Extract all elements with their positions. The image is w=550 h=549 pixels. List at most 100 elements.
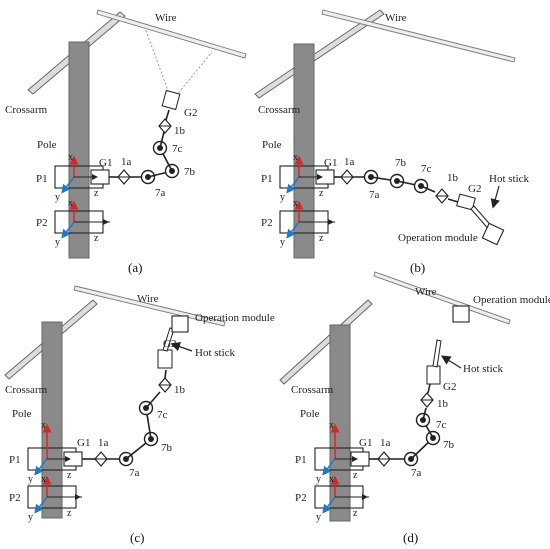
arm-chain: [350, 339, 442, 467]
panel-c: Wire Crossarm Pole P1 P2 G1 1a 7a 7b 7c …: [4, 285, 275, 545]
joint-7b-label: 7b: [161, 442, 173, 454]
axis-y2-label: y: [55, 237, 60, 248]
axis-y-label: y: [28, 474, 33, 485]
caption-b: (b): [410, 260, 425, 275]
joint-7b-label: 7b: [443, 439, 455, 451]
caption-d: (d): [403, 530, 418, 545]
g2-label: G2: [184, 107, 197, 119]
joint-1a-label: 1a: [380, 437, 391, 449]
g2-label: G2: [443, 381, 456, 393]
axis-x-label: x: [293, 152, 298, 163]
g2-label: G2: [468, 183, 481, 195]
joint-7c-label: 7c: [157, 409, 168, 421]
crossarm-bar: [254, 9, 385, 99]
hot-stick-label: Hot stick: [195, 347, 236, 359]
hot-stick-arrow: [170, 342, 193, 352]
p2-label: P2: [36, 217, 48, 229]
arm-chain: [315, 169, 505, 246]
axis-y-label: y: [280, 192, 285, 203]
axis-x-label: x: [329, 420, 334, 431]
wire-bar: [96, 9, 247, 59]
hot-stick-label: Hot stick: [489, 173, 530, 185]
axis-z-label: z: [94, 188, 99, 199]
g1-label: G1: [77, 437, 90, 449]
g1-label: G1: [99, 157, 112, 169]
axis-z2-label: z: [353, 508, 358, 519]
joint-7c-label: 7c: [436, 419, 447, 431]
axis-z-label: z: [353, 470, 358, 481]
axis-x-label: x: [41, 420, 46, 431]
g1-label: G1: [324, 157, 337, 169]
p1-label: P1: [295, 454, 307, 466]
p1-label: P1: [9, 454, 21, 466]
pole-shape: [293, 43, 315, 259]
panel-b: Wire Crossarm Pole P1 P2 G1 1a 7a 7b 7c …: [254, 9, 530, 275]
pole-shape: [41, 321, 63, 519]
pole-label: Pole: [300, 408, 320, 420]
axis-y2-label: y: [28, 512, 33, 523]
pole-label: Pole: [12, 408, 32, 420]
g1-label: G1: [359, 437, 372, 449]
joint-7b-label: 7b: [184, 166, 196, 178]
caption-c: (c): [130, 530, 144, 545]
axis-z2-label: z: [319, 233, 324, 244]
wire-label: Wire: [415, 286, 437, 298]
operation-module-label: Operation module: [473, 294, 550, 306]
hot-stick-arrow: [490, 185, 500, 209]
joint-7b-label: 7b: [395, 157, 407, 169]
axis-z-label: z: [319, 188, 324, 199]
crossarm-label: Crossarm: [5, 104, 48, 116]
axis-x-label: x: [68, 152, 73, 163]
joint-7a-label: 7a: [129, 467, 140, 479]
joint-1a-label: 1a: [121, 156, 132, 168]
crossarm-label: Crossarm: [291, 384, 334, 396]
axis-x2-label: x: [41, 474, 46, 485]
axis-y-label: y: [316, 474, 321, 485]
pole-shape: [329, 324, 351, 522]
panel-d: Wire Crossarm Pole P1 P2 G1 1a 7a 7b 7c …: [279, 271, 550, 545]
panel-a: Wire Crossarm Pole P1 P2 G1 1a 7a 7b 7c …: [5, 9, 247, 275]
hot-stick-label: Hot stick: [463, 363, 504, 375]
axis-y2-label: y: [280, 237, 285, 248]
joint-7c-label: 7c: [172, 143, 183, 155]
crossarm-label: Crossarm: [5, 384, 48, 396]
pole-label: Pole: [37, 139, 57, 151]
joint-7a-label: 7a: [155, 187, 166, 199]
operation-module-label: Operation module: [195, 312, 275, 324]
joint-1b-label: 1b: [174, 384, 186, 396]
crossarm-label: Crossarm: [258, 104, 301, 116]
axis-x2-label: x: [293, 198, 298, 209]
joint-7a-label: 7a: [369, 189, 380, 201]
pole-label: Pole: [262, 139, 282, 151]
joint-1b-label: 1b: [437, 398, 449, 410]
g2-label: G2: [163, 338, 176, 350]
joint-1b-label: 1b: [447, 172, 459, 184]
wire-label: Wire: [155, 12, 177, 24]
p2-label: P2: [295, 492, 307, 504]
hot-stick-arrow: [440, 355, 462, 369]
joint-7a-label: 7a: [411, 467, 422, 479]
p2-label: P2: [261, 217, 273, 229]
axis-y-label: y: [55, 192, 60, 203]
crossarm-bar: [279, 299, 373, 385]
axis-x2-label: x: [68, 198, 73, 209]
wire-bar: [373, 271, 511, 325]
operation-module-label: Operation module: [398, 232, 478, 244]
joint-1a-label: 1a: [98, 437, 109, 449]
wire-label: Wire: [385, 12, 407, 24]
axis-y2-label: y: [316, 512, 321, 523]
camera-cone: [144, 27, 213, 97]
joint-1a-label: 1a: [344, 156, 355, 168]
arm-chain: [90, 89, 181, 185]
p2-label: P2: [9, 492, 21, 504]
joint-7c-label: 7c: [421, 163, 432, 175]
axis-z2-label: z: [67, 508, 72, 519]
p1-label: P1: [36, 173, 48, 185]
caption-a: (a): [128, 260, 142, 275]
operation-module-shape: [452, 305, 470, 323]
joint-1b-label: 1b: [174, 125, 186, 137]
arm-chain: [63, 315, 189, 467]
wire-label: Wire: [137, 293, 159, 305]
